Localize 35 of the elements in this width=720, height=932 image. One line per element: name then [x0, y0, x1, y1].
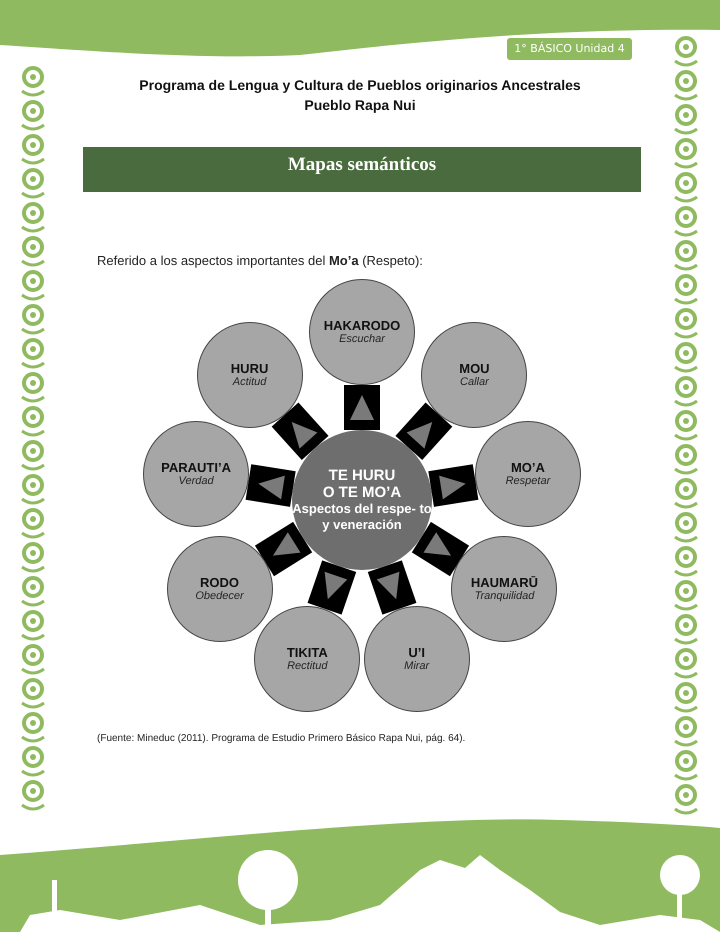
concept-meaning: Respetar [506, 474, 550, 488]
arrow [246, 464, 296, 507]
concept-name: HAKARODO [324, 318, 400, 333]
arrow [254, 522, 312, 576]
arrow [308, 560, 356, 615]
intro-text: Referido a los aspectos importantes del Mo’a (Respeto): [97, 253, 423, 268]
arrow [395, 402, 452, 460]
concept-meaning: Callar [460, 376, 489, 390]
concept-name: HAUMARŪ [470, 575, 538, 590]
concept-name: HURU [230, 361, 268, 376]
arrow [368, 560, 416, 615]
concept-name: MO’A [510, 460, 545, 475]
source-note: (Fuente: Mineduc (2011). Programa de Estudio Primero Básico Rapa Nui, pág. 64). [97, 733, 466, 744]
concept-name: TIKITA [286, 644, 328, 660]
concept-meaning: Escuchar [339, 333, 385, 346]
concept-meaning: Obedecer [195, 590, 244, 604]
concept-meaning: Tranquilidad [474, 590, 534, 604]
concept-meaning: Actitud [232, 376, 266, 390]
title-bar: Mapas semánticos [83, 147, 641, 192]
concept-name: U’I [408, 644, 425, 660]
concept-meaning: Aspectos del respe- to y veneración [292, 501, 432, 533]
program-heading: Programa de Lengua y Cultura de Pueblos originarios Ancestrales [138, 76, 582, 94]
concept-name: RODO [200, 575, 240, 590]
concept-name: TE HURU O TE MO’A [322, 467, 402, 501]
concept-meaning: Verdad [178, 474, 214, 488]
arrow [428, 464, 478, 507]
arrow [412, 522, 470, 576]
concept-meaning: Mirar [404, 660, 430, 673]
arrow [344, 385, 380, 430]
concept-meaning: Rectitud [287, 660, 328, 673]
arrow [272, 402, 329, 460]
concept-name: MOU [459, 361, 490, 376]
unit-badge: 1° BÁSICO Unidad 4 [507, 38, 632, 60]
concept-name: PARAUTI’A [161, 460, 231, 475]
people-heading: Pueblo Rapa Nui [303, 96, 417, 114]
